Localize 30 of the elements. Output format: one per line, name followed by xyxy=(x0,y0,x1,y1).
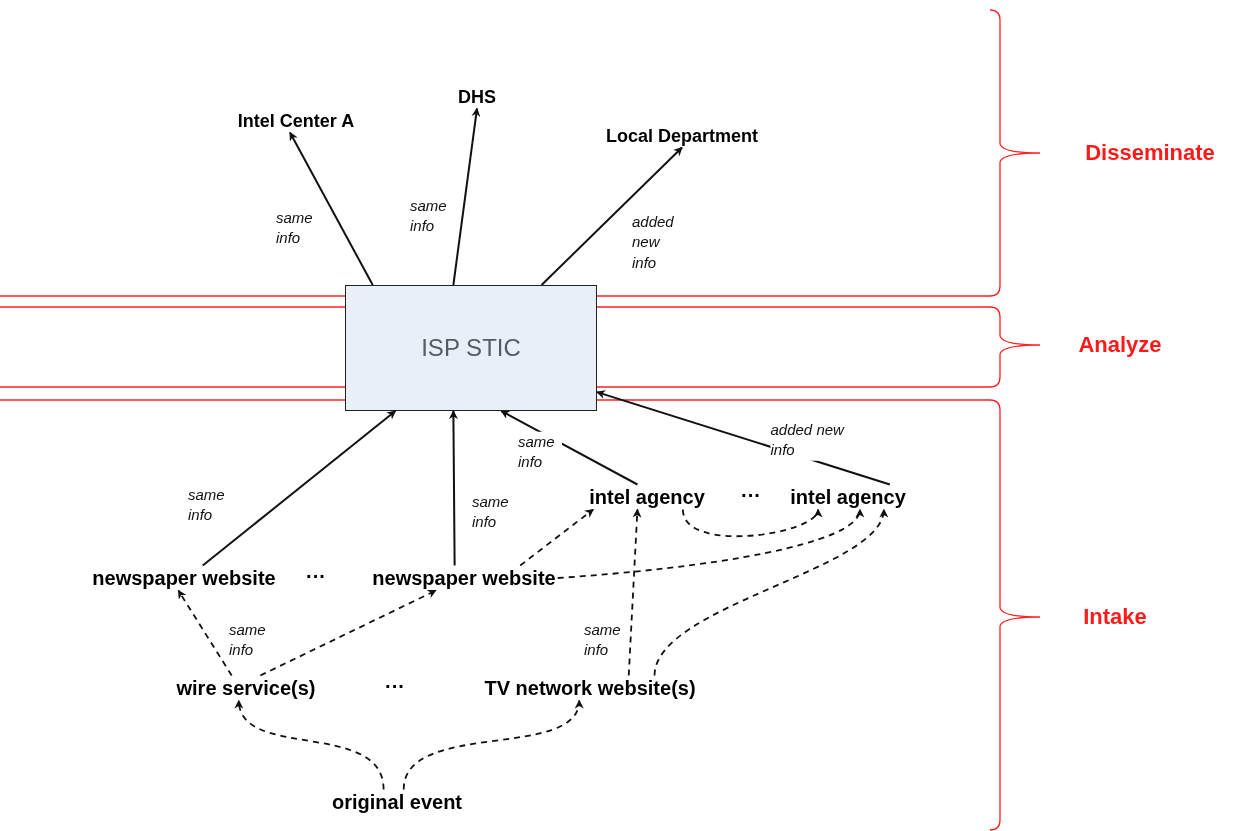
node-label: Local Department xyxy=(604,124,760,148)
arrow xyxy=(540,146,683,286)
node-label: newspaper website xyxy=(370,565,558,591)
dashed-arrow xyxy=(653,508,886,677)
node-label: newspaper website xyxy=(90,565,278,591)
node-label: TV network website(s) xyxy=(482,675,698,701)
node-label: intel agency xyxy=(587,484,707,510)
node-label: Intel Center A xyxy=(235,109,357,133)
node-label: original event xyxy=(330,789,464,815)
node-label: intel agency xyxy=(788,484,908,510)
ellipsis-text: ··· xyxy=(385,674,405,698)
ellipsis-text: ··· xyxy=(741,483,761,507)
dashed-arrow xyxy=(627,508,642,677)
node-label: DHS xyxy=(456,85,498,109)
dashed-arrow xyxy=(259,589,437,677)
arrow xyxy=(452,107,481,286)
arrow xyxy=(201,410,397,567)
node-label: wire service(s) xyxy=(174,675,318,701)
dashed-arrow xyxy=(519,508,595,567)
arrow xyxy=(448,410,458,567)
stage-label: Intake xyxy=(1083,604,1147,630)
arrow xyxy=(289,131,374,286)
dashed-arrow xyxy=(177,589,233,677)
dashed-arrow xyxy=(236,699,385,791)
box-label: ISP STIC xyxy=(421,334,521,362)
stage-label: Disseminate xyxy=(1085,140,1215,166)
ellipsis-text: ··· xyxy=(306,564,326,588)
dashed-arrow xyxy=(402,699,582,791)
process-box xyxy=(345,285,597,411)
stage-label: Analyze xyxy=(1078,332,1162,358)
